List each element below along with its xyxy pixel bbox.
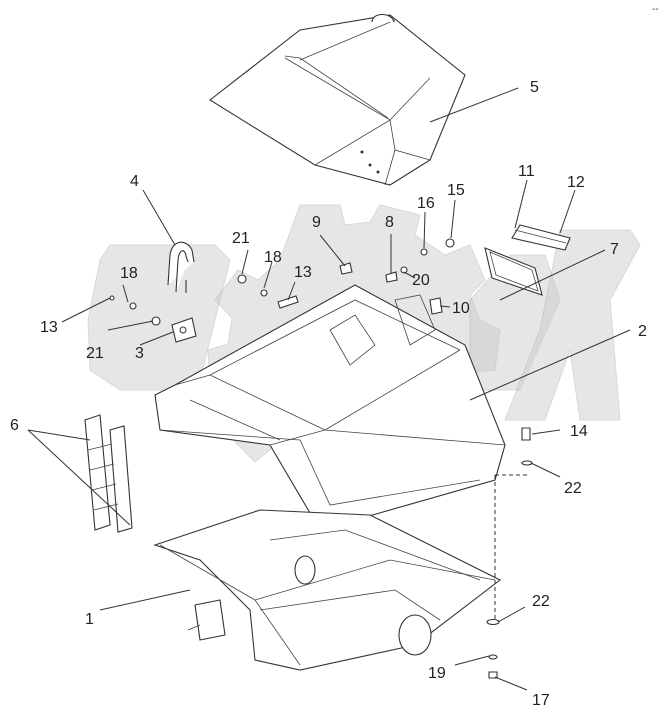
callout-labels: 5 4 2 7 18 13 21 3 21 18 13 9 8 16 15 20… — [10, 79, 647, 709]
part-7-window — [484, 247, 543, 296]
leader-lines — [27, 87, 631, 691]
callout-8: 8 — [385, 214, 394, 231]
callout-13-top: 13 — [294, 264, 312, 281]
part-1-lower-frame — [153, 509, 502, 671]
callout-14: 14 — [570, 423, 588, 440]
callout-3: 3 — [135, 345, 144, 362]
part-5-top-cover — [209, 13, 466, 186]
callout-18-left: 18 — [120, 265, 138, 282]
part-3-bracket — [171, 317, 197, 343]
callout-4: 4 — [130, 173, 139, 190]
callout-7: 7 — [610, 241, 619, 258]
callout-12: 12 — [567, 174, 585, 191]
part-4-handle — [167, 241, 195, 293]
callout-18-top: 18 — [264, 249, 282, 266]
callout-11: 11 — [518, 163, 535, 180]
part-2-hopper-body — [154, 284, 506, 531]
callout-21-left: 21 — [86, 345, 104, 362]
callout-15: 15 — [447, 182, 465, 199]
callout-21-top: 21 — [232, 230, 250, 247]
callout-2: 2 — [638, 323, 647, 340]
callout-17: 16 — [417, 195, 435, 212]
callout-9: 9 — [312, 214, 321, 231]
callout-16: 17 — [532, 692, 550, 709]
callout-22-bottom: 22 — [532, 593, 550, 610]
part-11-12-seals — [511, 224, 571, 251]
callout-13-left: 13 — [40, 319, 58, 336]
callout-6: 6 — [10, 417, 19, 434]
callout-10: 10 — [452, 300, 470, 317]
callout-19: 19 — [428, 665, 446, 682]
callout-20: 20 — [412, 272, 430, 289]
callout-5: 5 — [530, 79, 539, 96]
corner-mark: -- — [652, 4, 659, 15]
part-6-ladder — [84, 414, 133, 533]
hardware-items — [109, 238, 533, 679]
callout-22-top: 22 — [564, 480, 582, 497]
callout-1: 1 — [85, 611, 94, 628]
